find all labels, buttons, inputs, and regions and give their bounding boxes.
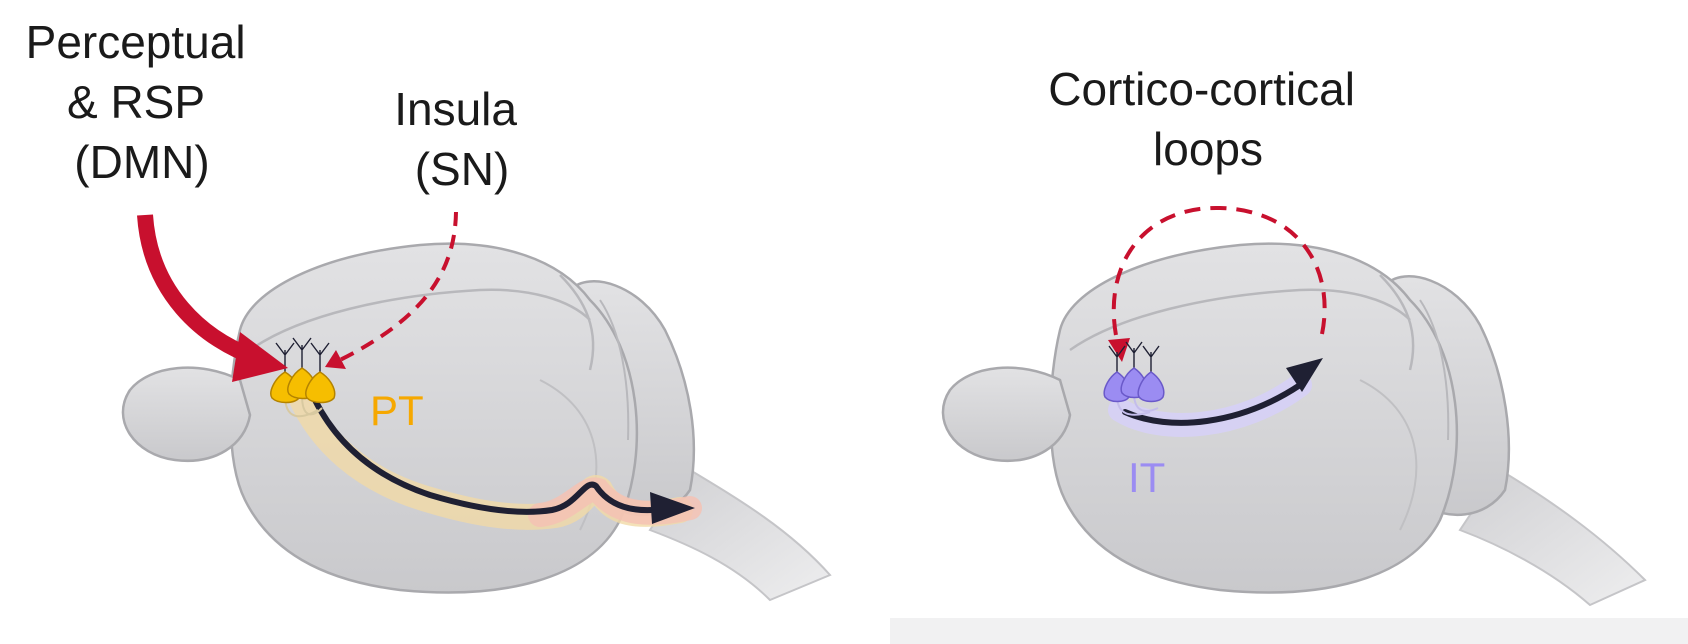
left-cortex-sulcus xyxy=(559,274,595,371)
left-panel-pt-circuit: Perceptual & RSP (DMN) Insula (SN) PT xyxy=(26,16,832,602)
insula-dashed-arrow xyxy=(339,211,458,362)
right-panel-it-circuit: Cortico-cortical loops IT xyxy=(890,63,1688,644)
left-pt-projection-arrow xyxy=(312,397,673,515)
right-cerebellum-fold xyxy=(1419,299,1450,441)
left-pt-neurons xyxy=(270,367,336,404)
right-panel-shadow-band xyxy=(890,618,1688,644)
cortico-cortical-loop-dashed-arrow xyxy=(1111,205,1327,346)
pt-neuron-3 xyxy=(305,371,336,404)
right-cortex-sulcus xyxy=(1379,274,1415,371)
left-pt-projection-arrowhead xyxy=(650,492,695,524)
right-it-projection-arrow xyxy=(1122,382,1303,426)
left-pt-dendrites xyxy=(275,337,330,375)
insula-label: Insula (SN) xyxy=(394,83,530,195)
it-neuron-3 xyxy=(1137,371,1165,403)
left-cortex-ridge xyxy=(249,288,591,352)
right-cortex-lower-sulcus xyxy=(1359,379,1418,531)
pt-neuron-label: PT xyxy=(370,387,424,434)
cortico-cortical-loop-arrowhead xyxy=(1108,338,1130,362)
cortico-cortical-label: Cortico-cortical loops xyxy=(1048,63,1368,175)
insula-dashed-arrowhead xyxy=(325,350,346,369)
right-it-neurons xyxy=(1103,367,1165,403)
left-cerebellum-fold xyxy=(599,299,630,441)
right-it-projection-arrowhead xyxy=(1286,358,1323,392)
right-brainstem-shape xyxy=(1458,468,1647,607)
right-it-dendrites xyxy=(1108,341,1160,375)
left-cortex-shape xyxy=(229,242,639,594)
it-neuron-label: IT xyxy=(1128,454,1165,501)
right-olfactory-bulb-shape xyxy=(941,366,1072,463)
left-olfactory-bulb-shape xyxy=(121,366,252,463)
perceptual-input-arrowhead xyxy=(232,332,288,382)
perceptual-label: Perceptual & RSP (DMN) xyxy=(26,16,259,188)
